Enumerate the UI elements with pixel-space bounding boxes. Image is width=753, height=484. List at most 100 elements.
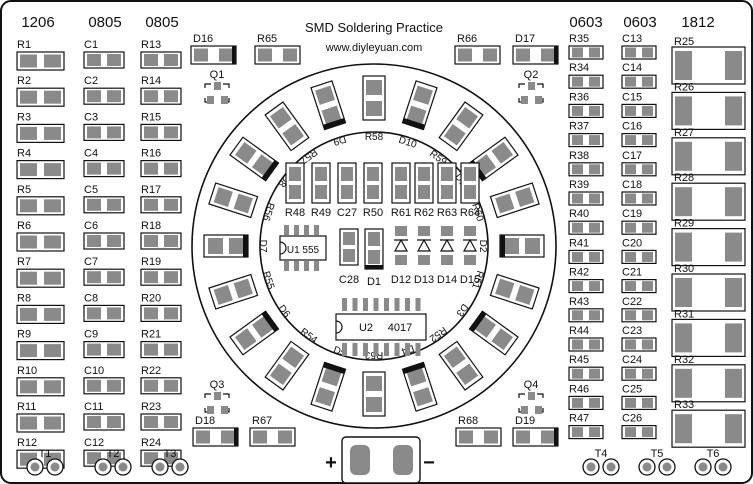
component-r17: R17 (140, 184, 182, 214)
label-t4: T4 (595, 448, 608, 460)
ring-component-d8 (229, 136, 280, 182)
terminal-t3: T3 (151, 448, 189, 476)
component-c28: C28 (339, 228, 359, 286)
label-d14: D14 (437, 274, 457, 286)
inner-ring (259, 131, 489, 361)
component-c4: C4 (83, 148, 125, 178)
component-r7: R7 (16, 256, 65, 288)
label-c26: C26 (622, 413, 642, 425)
label-r43: R43 (569, 296, 589, 308)
component-r65: R65 (254, 33, 301, 65)
label-r45: R45 (569, 354, 589, 366)
transistor-q1: Q1 (204, 69, 230, 104)
component-c25: C25 (621, 383, 657, 410)
component-r3: R3 (16, 111, 65, 144)
label-r44: R44 (569, 325, 589, 337)
label-r35: R35 (569, 33, 589, 45)
component-r19: R19 (140, 256, 182, 286)
component-c15: C15 (621, 91, 657, 119)
component-r29: R29 (671, 218, 746, 267)
component-c8: C8 (83, 292, 125, 322)
component-r37: R37 (568, 121, 604, 148)
label-c16: C16 (622, 121, 642, 133)
component-c17: C17 (621, 150, 657, 177)
label-r46: R46 (569, 383, 589, 395)
label-r41: R41 (569, 237, 589, 249)
ring-component-r51 (489, 273, 540, 310)
ring-component-d4 (401, 361, 438, 412)
label-r47: R47 (569, 413, 589, 425)
component-r6: R6 (16, 220, 65, 252)
label-c20: C20 (622, 237, 642, 249)
component-r10: R10 (16, 365, 65, 397)
label-t3: T3 (164, 448, 177, 460)
component-c2: C2 (83, 75, 125, 105)
ring-component-r54 (264, 340, 310, 391)
size-label-0603-b: 0603 (623, 14, 656, 31)
label-r67: R67 (252, 415, 272, 427)
label-r64: R64 (460, 207, 480, 219)
ring-component-r52 (438, 340, 484, 391)
battery-plus-label: + (325, 452, 337, 474)
component-r21: R21 (140, 329, 182, 359)
transistor-q4: Q4 (518, 379, 544, 414)
component-d17: D17 (512, 33, 559, 65)
label-r4: R4 (17, 148, 31, 160)
label-r34: R34 (569, 62, 589, 74)
component-c23: C23 (621, 325, 657, 352)
component-r25: R25 (671, 36, 746, 85)
label-r3: R3 (17, 111, 31, 123)
size-label-1206: 1206 (21, 14, 54, 31)
label-t6: T6 (707, 448, 720, 460)
component-r39: R39 (568, 179, 604, 206)
component-r45: R45 (568, 354, 604, 381)
label-c2: C2 (84, 75, 98, 87)
label-r9: R9 (17, 329, 31, 341)
label-r31: R31 (674, 308, 694, 320)
label-r16: R16 (141, 148, 161, 160)
ring-component-r53 (362, 371, 386, 417)
label-c22: C22 (622, 296, 642, 308)
ring-label-d9: D9 (331, 133, 347, 148)
label-r38: R38 (569, 150, 589, 162)
label-r42: R42 (569, 267, 589, 279)
label-q4: Q4 (524, 379, 539, 391)
label-c23: C23 (622, 325, 642, 337)
label-c12: C12 (84, 437, 104, 449)
label-c5: C5 (84, 184, 98, 196)
terminal-t1: T1 (26, 448, 64, 476)
label-r61: R61 (391, 207, 411, 219)
label-r66: R66 (457, 33, 477, 45)
ring-component-d6 (229, 310, 280, 356)
size-label-0805-a: 0805 (88, 14, 121, 31)
ring-label-r58: R58 (365, 132, 384, 143)
component-r1: R1 (16, 39, 65, 71)
ring-label-d2: D2 (477, 240, 488, 253)
component-r67: R67 (249, 415, 296, 447)
component-c11: C11 (83, 401, 125, 431)
component-r62: R62 (414, 162, 434, 219)
label-c24: C24 (622, 354, 642, 366)
board-title: SMD Soldering Practice (305, 20, 443, 35)
component-d18: D18 (192, 415, 239, 447)
component-c21: C21 (621, 267, 657, 294)
terminal-t5: T5 (638, 448, 676, 476)
component-r22: R22 (140, 365, 182, 395)
label-r12: R12 (17, 437, 37, 449)
label-r29: R29 (674, 218, 694, 230)
label-c14: C14 (622, 62, 642, 74)
component-r50: R50 (363, 162, 383, 219)
component-d15: D15 (460, 226, 480, 286)
component-r40: R40 (568, 208, 604, 235)
component-c7: C7 (83, 256, 125, 286)
component-r41: R41 (568, 237, 604, 264)
u1-label: U1 555 (287, 245, 320, 256)
label-c17: C17 (622, 150, 642, 162)
component-r31: R31 (671, 308, 746, 357)
label-r63: R63 (437, 207, 457, 219)
component-c18: C18 (621, 179, 657, 206)
label-r68: R68 (458, 415, 478, 427)
label-r30: R30 (674, 263, 694, 275)
label-d16: D16 (193, 33, 213, 45)
